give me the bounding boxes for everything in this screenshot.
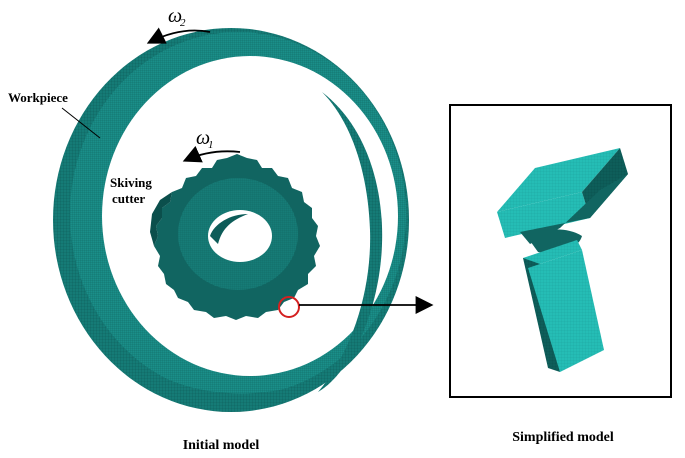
omega2-subscript: 2 [180, 17, 186, 29]
initial-model-caption: Initial model [183, 438, 260, 453]
simplified-model-caption: Simplified model [512, 430, 614, 445]
lower-block [523, 240, 604, 372]
skiving-cutter [150, 154, 320, 320]
contact-zone-highlight-circle [278, 296, 300, 318]
omega1-subscript: 1 [208, 139, 214, 151]
upper-block-front-face [497, 192, 590, 238]
skiving-cutter-label-line1: Skiving [110, 175, 152, 190]
upper-block-top-face [497, 148, 620, 212]
gear-bore-wall [210, 214, 248, 244]
curved-arrow-left-cutter-icon [182, 145, 241, 163]
omega1-symbol: ω [196, 127, 210, 149]
workpiece-leader-line [61, 107, 101, 139]
upper-block-underside [520, 174, 628, 244]
workpiece-inner-wall [318, 92, 383, 392]
skiving-cutter-label-line2: cutter [112, 191, 145, 206]
lower-block-top-face [523, 240, 582, 268]
lower-block-left-face [523, 258, 560, 372]
omega2-symbol: ω [168, 5, 182, 27]
curved-arrow-left-icon [146, 27, 211, 44]
upper-block [497, 148, 628, 244]
lower-block-front-face [528, 250, 604, 372]
workpiece-label: Workpiece [8, 90, 68, 105]
workpiece-inner-wall-bottom [150, 370, 300, 398]
gear-side-shade [150, 192, 172, 246]
